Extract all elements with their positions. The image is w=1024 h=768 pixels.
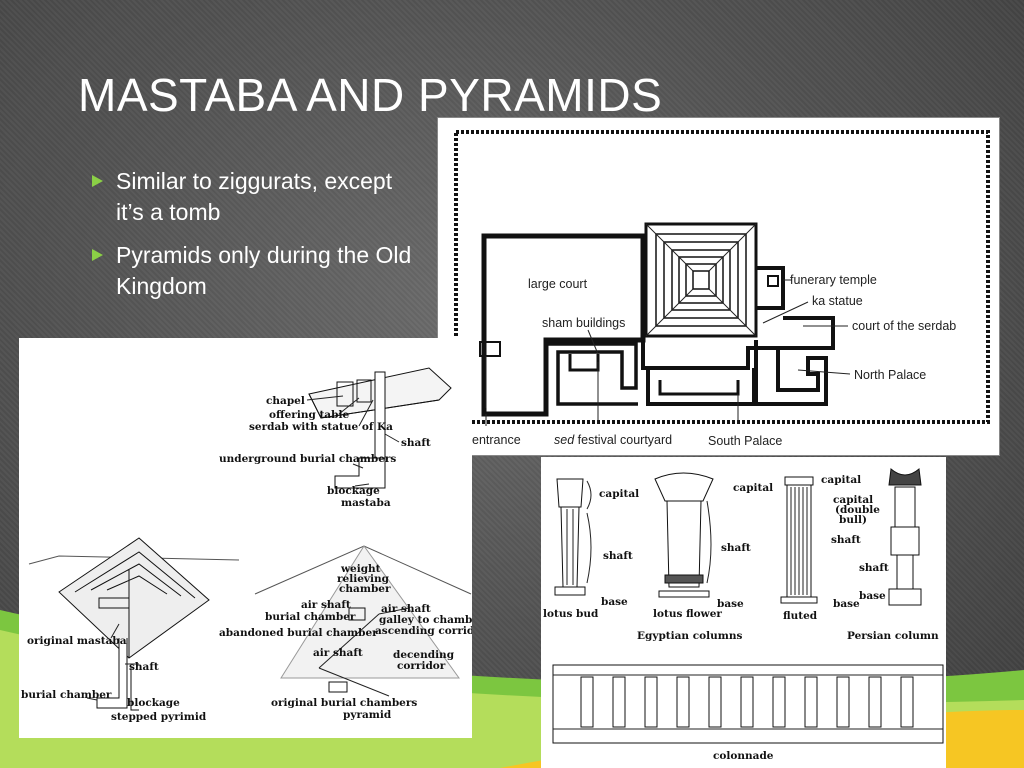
- label-underground-chambers: underground burial chambers: [219, 453, 396, 465]
- label-air-shaft-right: air shaft: [381, 603, 431, 615]
- bullet-item: Similar to ziggurats, except it’s a tomb: [92, 166, 422, 228]
- label-original-mastaba: original mastaba: [27, 635, 127, 647]
- label-court-serdab: court of the serdab: [852, 319, 956, 333]
- tomb-diagram: chapel offering table serdab with statue…: [21, 367, 491, 723]
- label-lotus-bud: lotus bud: [543, 608, 599, 620]
- label-base-2: base: [717, 598, 744, 610]
- label-air-shaft-low: air shaft: [313, 647, 363, 659]
- label-festival-courtyard: sed festival courtyard: [554, 433, 672, 447]
- label-shaft: shaft: [401, 437, 431, 449]
- bullet-item: Pyramids only during the Old Kingdom: [92, 240, 422, 302]
- label-burial-chamber-pyramid: burial chamber: [265, 611, 356, 623]
- label-air-shaft-left: air shaft: [301, 599, 351, 611]
- columns-diagram-panel: capital shaft base lotus bud capital sha…: [541, 457, 946, 768]
- label-festival: festival courtyard: [578, 433, 673, 447]
- label-south-palace: South Palace: [708, 434, 782, 448]
- label-shaft-3: shaft: [831, 534, 861, 546]
- slide-title: MASTABA AND PYRAMIDS: [78, 69, 663, 121]
- label-sham-buildings: sham buildings: [542, 316, 625, 330]
- label-serdab: serdab with statue of Ka: [249, 421, 393, 433]
- label-ka-statue: ka statue: [812, 294, 863, 308]
- bullet-arrow-icon: [92, 249, 103, 261]
- label-shaft-1: shaft: [603, 550, 633, 562]
- tomb-cross-sections: chapel offering table serdab with statue…: [19, 338, 491, 738]
- label-egyptian-columns: Egyptian columns: [637, 630, 742, 642]
- label-ascending: ascending corridor: [375, 625, 472, 637]
- label-abandoned: abandoned burial chamber: [219, 627, 378, 639]
- label-colonnade: colonnade: [713, 750, 774, 762]
- label-persian-column: Persian column: [847, 630, 939, 642]
- label-weight-2: relieving: [337, 573, 390, 585]
- label-north-palace: North Palace: [854, 368, 926, 382]
- label-shaft-stepped: shaft: [129, 661, 159, 673]
- label-entrance: entrance: [472, 433, 521, 447]
- colonnade-columns: [580, 676, 914, 728]
- bullet-text: Similar to ziggurats, except it’s a tomb: [116, 168, 393, 225]
- label-capital-2: capital: [733, 482, 773, 494]
- label-mastaba: mastaba: [341, 497, 391, 509]
- columns-diagram: capital shaft base lotus bud capital sha…: [543, 468, 944, 762]
- label-capital-3: capital: [821, 474, 861, 486]
- label-double-1: (double: [835, 504, 880, 516]
- label-capital-1: capital: [599, 488, 639, 500]
- label-original-chambers: original burial chambers: [271, 697, 417, 709]
- label-galley: galley to chambers: [379, 614, 472, 626]
- label-chapel: chapel: [266, 395, 305, 407]
- bullet-arrow-icon: [92, 175, 103, 187]
- label-fluted: fluted: [783, 610, 818, 622]
- label-pyramid: pyramid: [343, 709, 392, 721]
- label-weight-1: weight: [340, 563, 381, 575]
- label-sed: sed: [554, 433, 575, 447]
- label-lotus-flower: lotus flower: [653, 608, 722, 620]
- label-double-2: bull): [839, 514, 867, 526]
- label-stepped-pyramid: stepped pyrimid: [111, 711, 207, 723]
- label-burial-chamber: burial chamber: [21, 689, 112, 701]
- label-funerary-temple: funerary temple: [790, 273, 877, 287]
- bullet-list: Similar to ziggurats, except it’s a tomb…: [92, 166, 422, 314]
- label-offering-table: offering table: [269, 409, 349, 421]
- label-capital-4: capital: [833, 494, 873, 506]
- label-blockage-stepped: blockage: [127, 697, 180, 709]
- label-decending-1: decending: [393, 649, 455, 661]
- label-blockage: blockage: [327, 485, 380, 497]
- label-shaft-4: shaft: [859, 562, 889, 574]
- label-weight-3: chamber: [339, 583, 391, 595]
- label-base-4: base: [859, 590, 886, 602]
- bullet-text: Pyramids only during the Old Kingdom: [116, 242, 412, 299]
- label-base-3: base: [833, 598, 860, 610]
- plan-diagram: large court sham buildings funerary temp…: [454, 130, 990, 448]
- label-shaft-2: shaft: [721, 542, 751, 554]
- djoser-complex-plan: large court sham buildings funerary temp…: [437, 117, 1000, 456]
- label-base-1: base: [601, 596, 628, 608]
- label-large-court: large court: [528, 277, 588, 291]
- label-decending-2: corridor: [397, 660, 446, 672]
